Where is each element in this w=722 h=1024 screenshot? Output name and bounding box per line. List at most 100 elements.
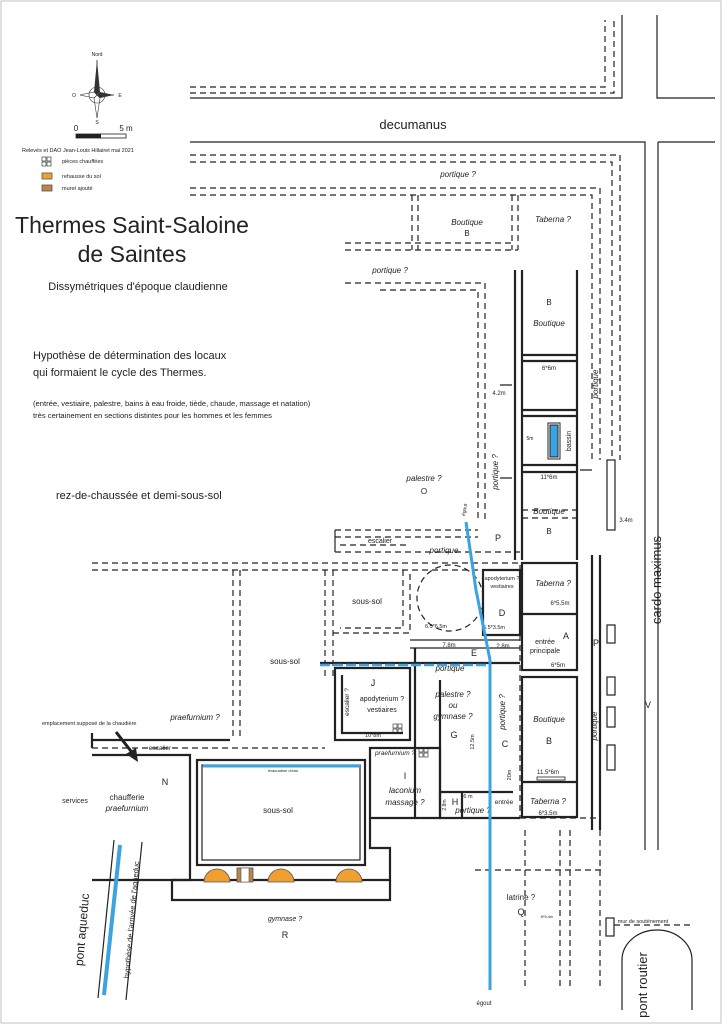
egout-bottom: égout bbox=[476, 1001, 491, 1007]
detail-line-1: (entrée, vestiaire, palestre, bains à ea… bbox=[33, 399, 311, 408]
portique-vertical-1: portique ? bbox=[491, 454, 500, 491]
colonnade-blocks bbox=[606, 459, 616, 771]
compass-west: O bbox=[72, 93, 76, 99]
portique-top-lines bbox=[190, 154, 621, 460]
street-v: V bbox=[645, 700, 651, 710]
room-g: G bbox=[450, 730, 457, 740]
mur-soutenement: mur de soutènement bbox=[618, 919, 669, 925]
level-label: rez-de-chaussée et demi-sous-sol bbox=[56, 490, 222, 502]
apodyterium-d2: vestiaires bbox=[490, 584, 513, 590]
pont-routier-walls bbox=[605, 917, 693, 1010]
compass-rose-icon bbox=[79, 60, 114, 119]
aqueduct bbox=[97, 839, 143, 1001]
egout-top: égout bbox=[461, 503, 469, 517]
compass-east: E bbox=[118, 93, 122, 99]
taberna-top: Taberna ? bbox=[535, 215, 571, 224]
dim-6x3-5: 6*3.5m bbox=[538, 811, 557, 817]
legend-heated: pièces chauffées bbox=[62, 159, 103, 165]
palestre-label: palestre ? bbox=[405, 474, 442, 483]
room-b-low-walls bbox=[520, 675, 579, 819]
room-i: I bbox=[404, 771, 407, 781]
room-a: A bbox=[563, 631, 569, 641]
b-right: B bbox=[546, 298, 551, 307]
boutique-mid: Boutique bbox=[533, 507, 565, 516]
evacuation-label: évacuation d'eau bbox=[268, 768, 298, 773]
pont-routier: pont routier bbox=[635, 951, 650, 1017]
dim-11x6: 11*6m bbox=[541, 475, 558, 481]
boutique-top-label: Boutique bbox=[451, 218, 483, 227]
cardo-width: 3.4m bbox=[619, 518, 632, 524]
shop-column-walls bbox=[345, 270, 592, 560]
legend-wall-added: muret ajouté bbox=[62, 186, 93, 192]
arrow-icon bbox=[114, 731, 138, 762]
dim-q: 8*5.4m bbox=[541, 914, 554, 919]
pont-aqueduc: pont aqueduc bbox=[72, 893, 92, 967]
gymnase-r: gymnase ? bbox=[268, 916, 302, 923]
dim-6-5x3-5: 6.5*3.5m bbox=[483, 625, 505, 631]
room-n: N bbox=[162, 777, 169, 787]
dim-11-5x6: 11.5*6m bbox=[537, 770, 559, 776]
palestre-letter: O bbox=[421, 487, 427, 496]
bassin-water bbox=[549, 424, 559, 458]
title-line-1: Thermes Saint-Saloine bbox=[15, 212, 249, 238]
apodyterium-j1: apodyterium ? bbox=[360, 696, 404, 703]
portique-right-low: portique bbox=[590, 711, 599, 741]
dim-2-8b: 2.8m bbox=[442, 799, 448, 810]
palestre-g2: ou bbox=[449, 701, 458, 710]
scale-bar bbox=[75, 133, 127, 139]
room-d: D bbox=[499, 608, 506, 618]
latrine: latrine ? bbox=[507, 893, 536, 902]
title-line-2: de Saintes bbox=[78, 241, 187, 267]
basin-walls bbox=[195, 758, 367, 867]
dim-6x5-5: 6*5.5m bbox=[550, 601, 569, 607]
laconium-1: laconium bbox=[389, 786, 421, 795]
entree-principale-1: entrée bbox=[535, 639, 555, 646]
dim-20: 20m bbox=[507, 769, 513, 780]
egout-channel bbox=[320, 521, 492, 990]
dim-6x5: 6*5m bbox=[551, 663, 565, 669]
legend-heated-icon bbox=[41, 156, 52, 167]
compass-north: Nord bbox=[92, 52, 103, 58]
scale-five: 5 m bbox=[119, 124, 133, 133]
services: services bbox=[62, 798, 88, 805]
entree: entrée bbox=[495, 799, 514, 806]
praefurnium-left: praefurnium ? bbox=[169, 713, 220, 722]
dim-5m: 5m bbox=[527, 436, 534, 442]
apodyterium-j2: vestiaires bbox=[367, 707, 397, 714]
legend-wall-swatch bbox=[41, 184, 53, 192]
boutique-low: Boutique bbox=[533, 715, 565, 724]
boutique-top-letter: B bbox=[464, 229, 469, 238]
detail-line-2: très certainement en sections distintes … bbox=[33, 411, 272, 420]
complex-walls bbox=[90, 562, 521, 818]
dim-6x6: 6*6m bbox=[542, 366, 556, 372]
boutique-top-walls bbox=[345, 195, 519, 251]
room-d-walls bbox=[410, 568, 522, 649]
legend-raised-swatch bbox=[41, 172, 53, 180]
legend-raised: rehausse du sol bbox=[62, 174, 101, 180]
portique-top: portique ? bbox=[439, 170, 476, 179]
dim-6-5: 6.5*6.5m bbox=[425, 624, 447, 630]
boutique-mid-letter: B bbox=[546, 527, 551, 536]
chaufferie-1: chaufferie bbox=[110, 793, 146, 802]
room-j: J bbox=[371, 678, 376, 688]
portique-c: portique ? bbox=[498, 694, 507, 731]
palestre-g3: gymnase ? bbox=[433, 712, 473, 721]
credits: Relevés et DAO Jean-Louis Hillairet mai … bbox=[22, 148, 134, 154]
raised-floor-markers bbox=[203, 867, 363, 883]
cardo-label: cardo maximus bbox=[649, 535, 664, 624]
dim-12-5: 12.5m bbox=[470, 734, 476, 750]
boutique-low-letter: B bbox=[546, 736, 552, 746]
room-q: Q bbox=[517, 907, 524, 917]
room-r: R bbox=[282, 930, 289, 940]
room-j-heated-icon bbox=[392, 723, 403, 734]
escalier-j: escalier ? bbox=[344, 688, 351, 716]
subtitle: Dissymétriques d'époque claudienne bbox=[48, 281, 227, 293]
portique-mid: portique bbox=[429, 546, 459, 555]
portique-e: portique bbox=[435, 664, 465, 673]
portique-2: portique ? bbox=[371, 266, 408, 275]
dim-4-2: 4.2m bbox=[492, 391, 505, 397]
p-right: P bbox=[593, 638, 599, 648]
boutique-right: Boutique bbox=[533, 319, 565, 328]
taberna-low: Taberna ? bbox=[530, 797, 566, 806]
